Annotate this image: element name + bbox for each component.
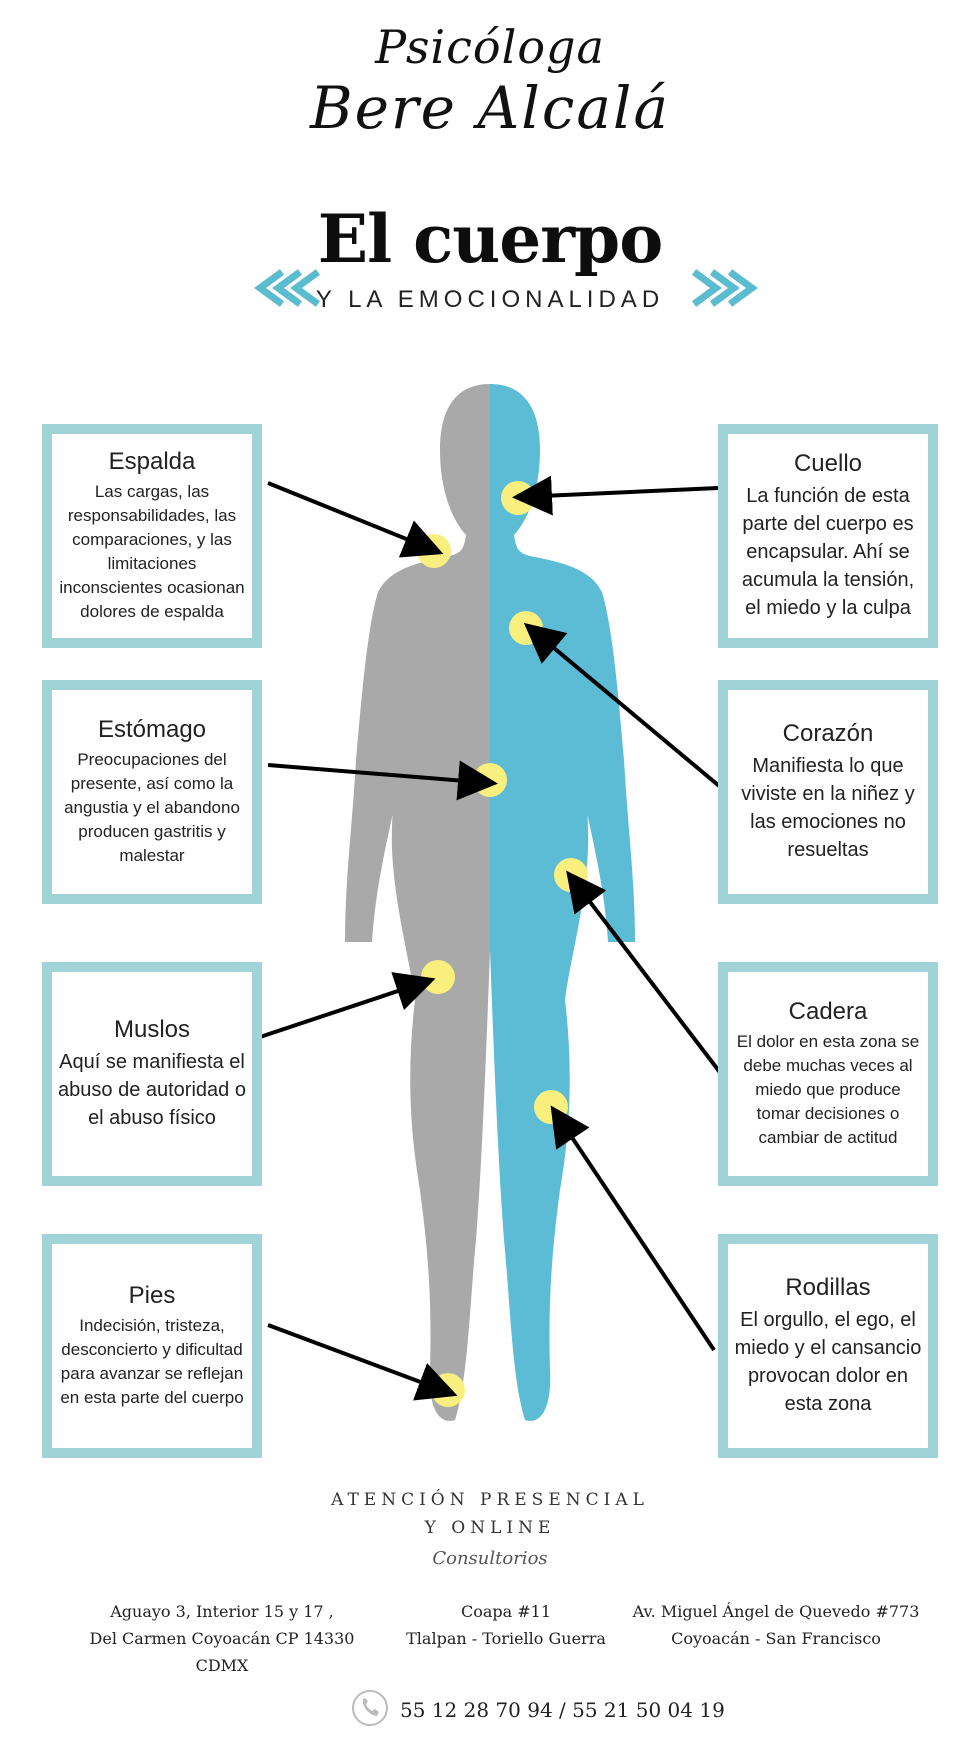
box-estomago-title: Estómago bbox=[97, 716, 207, 743]
address-1: Aguayo 3, Interior 15 y 17 , Del Carmen … bbox=[72, 1598, 372, 1679]
address-3-line-1: Av. Miguel Ángel de Quevedo #773 bbox=[632, 1602, 920, 1621]
arrow-corazon bbox=[523, 622, 726, 792]
dot-cadera bbox=[554, 858, 588, 892]
dot-estomago bbox=[473, 763, 507, 797]
box-rodillas-text: El orgullo, el ego, el miedo y el cansan… bbox=[734, 1309, 922, 1415]
box-cadera-text: El dolor en esta zona se debe muchas vec… bbox=[736, 1032, 920, 1147]
arrow-pies bbox=[267, 1323, 458, 1401]
chevron-left-icon bbox=[254, 269, 321, 307]
box-espalda-title: Espalda bbox=[108, 448, 196, 475]
arrow-muslos bbox=[259, 972, 436, 1039]
dot-muslos bbox=[421, 960, 455, 994]
arrow-rodillas bbox=[550, 1105, 716, 1352]
logo-line-1: Psicóloga bbox=[375, 20, 605, 74]
page-subtitle: Y LA EMOCIONALIDAD bbox=[315, 286, 665, 313]
box-pies: Pies Indecisión, tristeza, desconcierto … bbox=[42, 1234, 262, 1458]
box-estomago-text: Preocupaciones del presente, así como la… bbox=[64, 750, 240, 865]
arrow-cadera bbox=[566, 870, 724, 1077]
box-corazon-text: Manifiesta lo que viviste en la niñez y … bbox=[741, 755, 915, 861]
page-title: El cuerpo bbox=[317, 200, 663, 278]
box-muslos-text: Aquí se manifiesta el abuso de autoridad… bbox=[58, 1051, 246, 1129]
footer-consultorios: Consultorios bbox=[432, 1548, 548, 1569]
box-cuello-text: La función de esta parte del cuerpo es e… bbox=[741, 485, 915, 619]
arrow-estomago bbox=[267, 760, 498, 801]
box-espalda: Espalda Las cargas, las responsabilidade… bbox=[42, 424, 262, 648]
address-2-line-2: Tlalpan - Toriello Guerra bbox=[406, 1629, 606, 1648]
box-espalda-text: Las cargas, las responsabilidades, las c… bbox=[59, 482, 245, 621]
box-cadera: Cadera El dolor en esta zona se debe muc… bbox=[718, 962, 938, 1186]
address-3-line-2: Coyoacán - San Francisco bbox=[671, 1629, 881, 1648]
footer-online: Y ONLINE bbox=[424, 1518, 556, 1538]
dot-rodillas bbox=[534, 1090, 568, 1124]
box-corazon: Corazón Manifiesta lo que viviste en la … bbox=[718, 680, 938, 904]
dot-corazon bbox=[509, 611, 543, 645]
box-pies-text: Indecisión, tristeza, desconcierto y dif… bbox=[60, 1316, 244, 1407]
box-pies-title: Pies bbox=[128, 1282, 176, 1309]
address-3: Av. Miguel Ángel de Quevedo #773 Coyoacá… bbox=[626, 1598, 926, 1652]
box-muslos-title: Muslos bbox=[113, 1016, 191, 1043]
address-2: Coapa #11 Tlalpan - Toriello Guerra bbox=[356, 1598, 656, 1652]
box-corazon-title: Corazón bbox=[782, 720, 874, 747]
box-rodillas: Rodillas El orgullo, el ego, el miedo y … bbox=[718, 1234, 938, 1458]
dot-pies bbox=[431, 1373, 465, 1407]
box-cuello: Cuello La función de esta parte del cuer… bbox=[718, 424, 938, 648]
box-cuello-title: Cuello bbox=[793, 450, 863, 477]
phone-number[interactable]: 55 12 28 70 94 / 55 21 50 04 19 bbox=[400, 1698, 725, 1722]
address-2-line-1: Coapa #11 bbox=[460, 1602, 552, 1621]
box-rodillas-title: Rodillas bbox=[785, 1274, 871, 1301]
footer-attention: ATENCIÓN PRESENCIAL bbox=[331, 1490, 649, 1510]
chevron-right-icon bbox=[691, 269, 758, 307]
box-estomago: Estómago Preocupaciones del presente, as… bbox=[42, 680, 262, 904]
address-1-line-2: Del Carmen Coyoacán CP 14330 CDMX bbox=[89, 1629, 355, 1675]
box-cadera-title: Cadera bbox=[788, 998, 868, 1025]
logo-line-2: Bere Alcalá bbox=[309, 74, 671, 142]
address-1-line-1: Aguayo 3, Interior 15 y 17 , bbox=[110, 1602, 334, 1621]
arrow-cuello bbox=[512, 475, 719, 516]
phone-icon bbox=[352, 1690, 388, 1726]
box-muslos: Muslos Aquí se manifiesta el abuso de au… bbox=[42, 962, 262, 1186]
arrow-espalda bbox=[267, 481, 444, 558]
